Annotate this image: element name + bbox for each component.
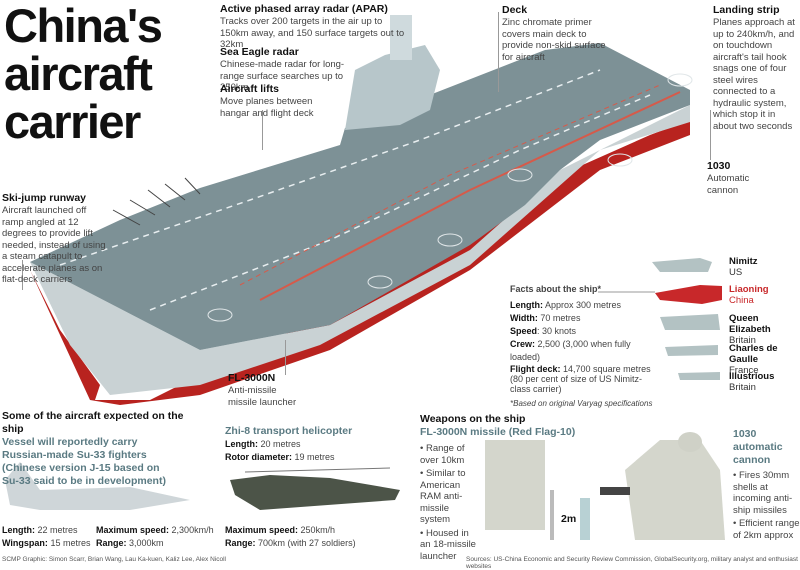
- callout-heading: 1030: [707, 160, 731, 172]
- callout-heading: Ski-jump runway: [2, 192, 87, 204]
- aircraft-section: Some of the aircraft expected on the shi…: [2, 410, 183, 488]
- ship-facts: Facts about the ship* Length: Approx 300…: [510, 283, 660, 410]
- helicopter-name: Zhi-8 transport helicopter: [225, 425, 353, 437]
- callout-ski-jump: Ski-jump runway Aircraft launched off ra…: [2, 192, 107, 286]
- ship-queen-elizabeth: [660, 314, 720, 330]
- missile-bullets: • Range of over 10km • Similar to Americ…: [420, 443, 476, 562]
- hull-side: [30, 105, 690, 395]
- human-scale: [580, 498, 590, 540]
- helicopter-specs: Maximum speed: 250km/h Range: 700km (wit…: [225, 525, 356, 548]
- callout-apar: Active phased array radar (APAR) Tracks …: [220, 3, 410, 51]
- weapons-section: Weapons on the ship FL-3000N missile (Re…: [420, 413, 620, 439]
- callout-deck: Deck Zinc chromate primer covers main de…: [502, 4, 617, 63]
- callout-text: Automatic cannon: [707, 173, 750, 196]
- sources: Sources: US-China Economic and Security …: [466, 556, 798, 570]
- credit: SCMP Graphic: Simon Scarr, Brian Wang, L…: [2, 556, 226, 563]
- title-line: carrier: [4, 95, 141, 148]
- callout-text: Planes approach at up to 240km/h, and on…: [713, 17, 795, 132]
- aircraft-heading: Some of the aircraft expected on the shi…: [2, 410, 184, 435]
- helicopter-section: Zhi-8 transport helicopter Length: 20 me…: [225, 425, 395, 464]
- ship-nimitz: [652, 258, 712, 272]
- title-line: aircraft: [4, 47, 153, 100]
- fact-flight-deck: Flight deck: 14,700 square metres (80 pe…: [510, 364, 651, 394]
- island: [345, 45, 440, 130]
- callout-text: Anti-missile missile launcher: [228, 385, 297, 408]
- callout-landing-strip: Landing strip Planes approach at up to 2…: [713, 4, 800, 132]
- fighter-specs-b: Maximum speed: 2,300km/h Range: 3,000km: [96, 525, 214, 548]
- cannon-section: 1030 automatic cannon • Fires 30mm shell…: [733, 428, 800, 541]
- cannon-turret: [625, 440, 725, 540]
- callout-text: Aircraft launched off ramp angled at 12 …: [2, 205, 106, 285]
- flight-deck: [30, 43, 690, 350]
- deck-markings: [59, 69, 601, 266]
- callout-text: Chinese-made radar for long-range surfac…: [220, 59, 345, 93]
- ship-illustrious: [678, 372, 720, 380]
- callout-text: Tracks over 200 targets in the air up to…: [220, 16, 405, 50]
- callout-text: Zinc chromate primer covers main deck to…: [502, 17, 606, 63]
- callout-fl3000n: FL-3000N Anti-missile missile launcher: [228, 372, 308, 408]
- scale-label: 2m: [561, 513, 577, 525]
- facts-heading: Facts about the ship*: [510, 284, 602, 294]
- callout-heading: Deck: [502, 4, 528, 16]
- fighter-specs-a: Length: 22 metres Wingspan: 15 metres: [2, 525, 91, 548]
- radar-mast: [390, 15, 412, 60]
- main-title: China's aircraft carrier: [4, 0, 163, 148]
- callout-sea-eagle: Sea Eagle radar Chinese-made radar for l…: [220, 46, 365, 94]
- facts-note: *Based on original Varyag specifications: [510, 399, 653, 408]
- helicopter: [230, 475, 400, 510]
- fact-speed: Speed: 30 knots: [510, 326, 577, 336]
- ship-liaoning: [655, 285, 722, 304]
- fact-length: Length: Approx 300 metres: [510, 300, 622, 310]
- callout-text: Move planes between hangar and flight de…: [220, 96, 314, 119]
- callout-lifts: Aircraft lifts Move planes between hanga…: [220, 83, 330, 119]
- callout-heading: Active phased array radar (APAR): [220, 3, 388, 15]
- cannon-name: 1030 automatic cannon: [733, 428, 783, 466]
- callout-heading: Sea Eagle radar: [220, 46, 299, 58]
- callout-heading: Landing strip: [713, 4, 780, 16]
- title-line: China's: [4, 0, 163, 52]
- fact-width: Width: 70 metres: [510, 313, 581, 323]
- callout-cannon: 1030 Automatic cannon: [707, 160, 767, 196]
- fighter-jet: [5, 462, 190, 510]
- ship-charles-de-gaulle: [665, 345, 718, 356]
- missile-launcher: [485, 440, 545, 530]
- aircraft-sub: Vessel will reportedly carry Russian-mad…: [2, 436, 166, 487]
- hull-red: [30, 120, 690, 405]
- callout-heading: Aircraft lifts: [220, 83, 279, 95]
- callout-heading: FL-3000N: [228, 372, 276, 384]
- missile-name: FL-3000N missile (Red Flag-10): [420, 426, 576, 438]
- fact-crew: Crew: 2,500 (3,000 when fully loaded): [510, 339, 631, 362]
- weapons-heading: Weapons on the ship: [420, 413, 526, 425]
